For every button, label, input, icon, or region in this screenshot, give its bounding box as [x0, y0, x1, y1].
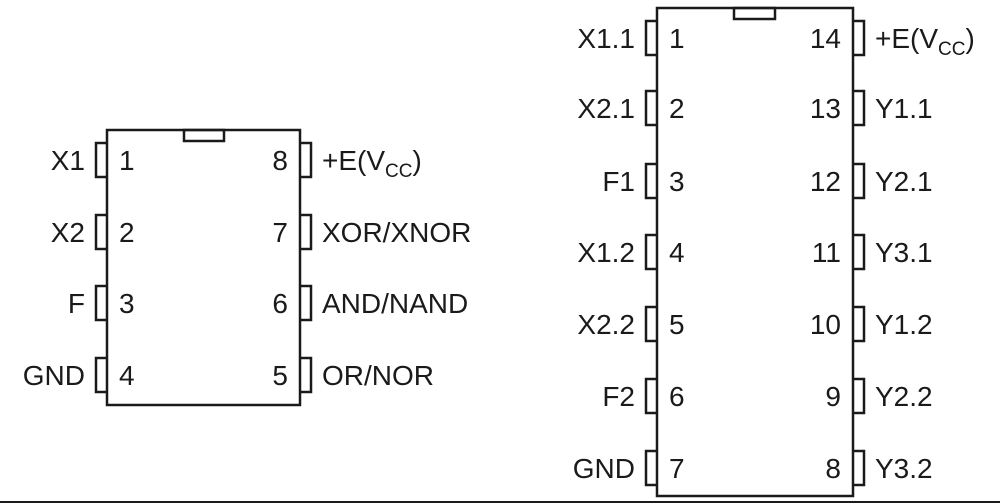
pin-number: 2	[119, 217, 135, 248]
pin-label: Y3.1	[875, 237, 933, 268]
pin-number: 7	[272, 217, 288, 248]
pin-lead	[644, 233, 657, 271]
pin-lead	[94, 284, 107, 322]
pin-label: F2	[602, 381, 635, 412]
pin-lead	[644, 305, 657, 343]
pin-lead	[853, 162, 866, 200]
pin-number: 11	[812, 237, 841, 268]
pin-lead	[853, 377, 866, 415]
pin-number: 3	[119, 288, 135, 319]
pin-number: 5	[272, 360, 288, 391]
pin-number: 10	[810, 309, 841, 340]
pin-lead	[94, 356, 107, 394]
pin-number: 8	[272, 145, 288, 176]
pin-label: Y3.2	[875, 453, 933, 484]
pin-label: Y1.2	[875, 309, 933, 340]
pin-label: X2.2	[577, 309, 635, 340]
pin-number: 6	[669, 381, 685, 412]
pin-number: 2	[669, 93, 685, 124]
pin-label: AND/NAND	[322, 288, 468, 319]
pin-number: 3	[669, 166, 685, 197]
pin-label: Y1.1	[875, 93, 933, 124]
pin-label: +E(VCC)	[322, 145, 422, 182]
chip-body	[105, 128, 302, 407]
pin-label: Y2.2	[875, 381, 933, 412]
pin-number: 8	[825, 453, 841, 484]
pin-lead	[94, 213, 107, 251]
pin-label: F	[68, 288, 85, 319]
pin-lead	[94, 141, 107, 179]
pin-lead	[644, 449, 657, 487]
pin-label: X1.2	[577, 237, 635, 268]
pin-label: X1	[51, 145, 85, 176]
pin-label: F1	[602, 166, 635, 197]
pin-lead	[853, 89, 866, 127]
chip-notch	[182, 128, 226, 143]
pin-lead	[644, 19, 657, 57]
pin-number: 7	[669, 453, 685, 484]
pin-number: 1	[119, 145, 135, 176]
pin-lead	[853, 449, 866, 487]
pin-label: X1.1	[577, 23, 635, 54]
pin-number: 1	[669, 23, 685, 54]
pin-label: OR/NOR	[322, 360, 434, 391]
pin-label: X2.1	[577, 93, 635, 124]
pin-number: 6	[272, 288, 288, 319]
pin-lead	[644, 377, 657, 415]
pin-lead	[300, 356, 313, 394]
pin-number: 13	[810, 93, 841, 124]
pin-label: +E(VCC)	[875, 23, 975, 60]
pin-label: Y2.1	[875, 166, 933, 197]
pin-lead	[644, 162, 657, 200]
pin-lead	[644, 89, 657, 127]
pin-lead	[853, 19, 866, 57]
pin-lead	[300, 141, 313, 179]
pin-lead	[853, 233, 866, 271]
pin-number: 12	[810, 166, 841, 197]
chip-notch	[732, 6, 777, 21]
pin-lead	[300, 213, 313, 251]
pin-lead	[300, 284, 313, 322]
pin-label: GND	[23, 360, 85, 391]
pin-number: 14	[810, 23, 841, 54]
pin-number: 9	[825, 381, 841, 412]
pin-number: 5	[669, 309, 685, 340]
dip14-chip: 1 X1.1 2 X2.1 3 F1 4 X1.2 5 X2.2 6 F2 7 GND 14 +E(VCC) 1…	[573, 6, 975, 498]
pin-label: XOR/XNOR	[322, 217, 471, 248]
pin-label: GND	[573, 453, 635, 484]
pin-number: 4	[119, 360, 135, 391]
pin-label: X2	[51, 217, 85, 248]
pin-number: 4	[669, 237, 685, 268]
pin-lead	[853, 305, 866, 343]
dip8-chip: 1 X1 2 X2 3 F 4 GND 8 +E(VCC) 7 XOR/XNOR 6 AND/NAND 5 O…	[23, 128, 471, 407]
